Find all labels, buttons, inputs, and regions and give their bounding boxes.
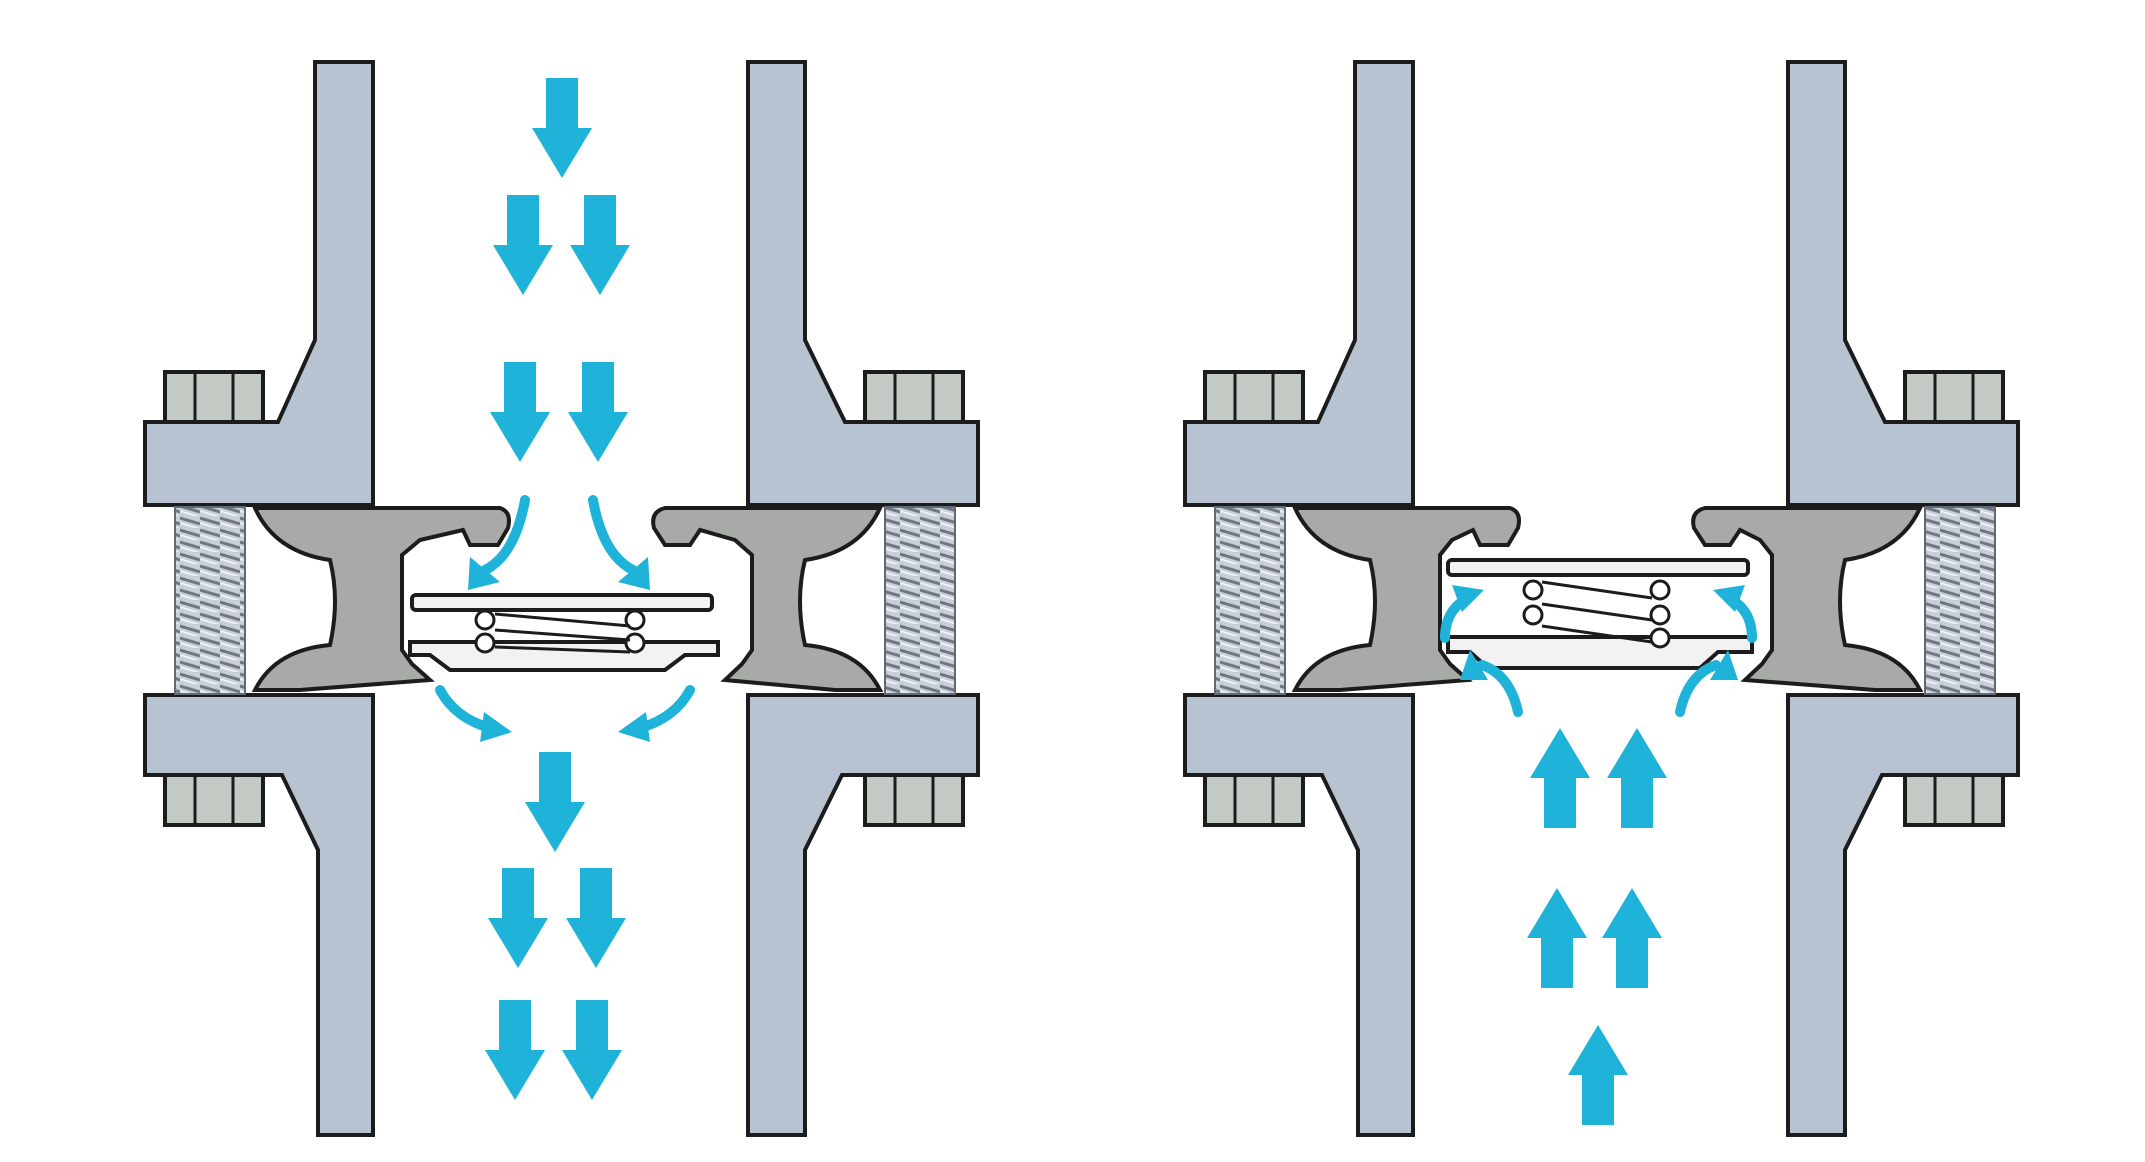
spring-icon (1522, 579, 1671, 649)
threaded-stud (884, 506, 956, 695)
valve-body-right (1691, 506, 1924, 692)
bolt-icon (863, 370, 965, 424)
nut-icon (163, 773, 265, 827)
bolt-icon (163, 370, 265, 424)
up-arrow-icon (1568, 1025, 1628, 1125)
nut-icon (863, 773, 965, 827)
spring-icon (474, 609, 646, 654)
flow-arrows-up (1527, 728, 1667, 1125)
bolt-icon (1203, 370, 1305, 424)
up-arrow-icon (1602, 888, 1662, 988)
left-pipe-wall-upper (143, 60, 375, 507)
nut-icon (1903, 773, 2005, 827)
down-arrow-icon (490, 362, 550, 462)
down-arrow-icon (532, 78, 592, 178)
down-arrow-icon (566, 868, 626, 968)
valve-disc-upper (1446, 558, 1750, 577)
curved-arrow-icon (1440, 585, 1757, 717)
valve-seat-lower (408, 640, 720, 672)
bolt-icon (1903, 370, 2005, 424)
right-panel-closed-flow (1183, 60, 2020, 1137)
threaded-stud (174, 506, 246, 695)
nut-icon (1203, 773, 1305, 827)
right-pipe-wall-lower (746, 693, 980, 1137)
flow-arrows-down (485, 78, 630, 1100)
left-pipe-wall-lower (143, 693, 375, 1137)
down-arrow-icon (488, 868, 548, 968)
up-arrow-icon (1530, 728, 1590, 828)
threaded-stud (1214, 506, 1286, 695)
right-pipe-wall-upper (1786, 60, 2020, 507)
valve-disc-upper (410, 593, 714, 612)
threaded-stud (1924, 506, 1996, 695)
down-arrow-icon (493, 195, 553, 295)
left-pipe-wall-upper (1183, 60, 1415, 507)
left-pipe-wall-lower (1183, 693, 1415, 1137)
valve-body-right (651, 506, 884, 692)
up-arrow-icon (1527, 888, 1587, 988)
valve-body-left (251, 506, 511, 692)
down-arrow-icon (485, 1000, 545, 1100)
left-panel-open-flow (143, 60, 980, 1137)
down-arrow-icon (568, 362, 628, 462)
valve-body-left (1291, 506, 1521, 692)
right-pipe-wall-lower (1786, 693, 2020, 1137)
down-arrow-icon (525, 752, 585, 852)
down-arrow-icon (570, 195, 630, 295)
valve-seat-lower (1446, 635, 1754, 670)
up-arrow-icon (1607, 728, 1667, 828)
down-arrow-icon (562, 1000, 622, 1100)
right-pipe-wall-upper (746, 60, 980, 507)
curved-arrow-icon (435, 495, 695, 742)
